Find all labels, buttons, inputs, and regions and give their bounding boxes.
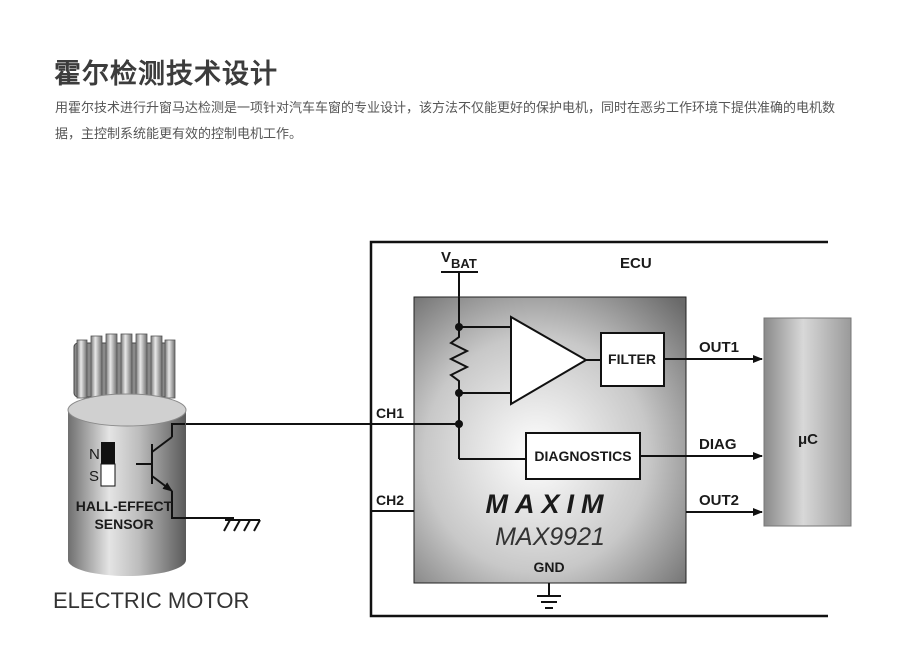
ch1-label: CH1: [376, 405, 404, 421]
ch2-label: CH2: [376, 492, 404, 508]
hall-transistor-symbol: [136, 423, 234, 519]
microcontroller-block: [763, 317, 852, 527]
magnet-south: [100, 463, 116, 487]
sensor-ground-symbol: [223, 519, 261, 532]
filter-label: FILTER: [608, 351, 656, 367]
gnd-label: GND: [533, 559, 564, 575]
vbat-label: VBAT: [441, 249, 477, 271]
filter-block: [600, 332, 665, 387]
page-title: 霍尔检测技术设计: [54, 59, 278, 90]
chip-ground-symbol: [537, 583, 561, 609]
junction-dot-mid: [455, 389, 463, 397]
part-number: MAX9921: [495, 523, 605, 551]
motor-caption: ELECTRIC MOTOR: [53, 588, 249, 613]
magnet-north: [101, 442, 115, 464]
diagnostics-block: [525, 432, 641, 480]
magnet-s-label: S: [89, 468, 99, 485]
diag-label: DIAG: [699, 436, 737, 453]
maxim-logo: MAXIM: [486, 489, 611, 519]
out1-label: OUT1: [699, 339, 739, 356]
ecu-label: ECU: [620, 255, 652, 272]
comparator-amplifier: [510, 315, 588, 406]
sensor-label-line1: HALL-EFFECT: [76, 498, 173, 514]
sensor-label-line2: SENSOR: [94, 516, 153, 532]
page-description: 用霍尔技术进行升窗马达检测是一项针对汽车车窗的专业设计，该方法不仅能更好的保护电…: [55, 101, 836, 142]
ecu-border: [369, 240, 828, 618]
uc-label: μC: [798, 431, 818, 448]
diagnostics-label: DIAGNOSTICS: [534, 448, 631, 464]
motor-body: [67, 393, 187, 576]
magnet-n-label: N: [89, 446, 100, 463]
junction-dot-top: [455, 323, 463, 331]
out2-label: OUT2: [699, 492, 739, 509]
